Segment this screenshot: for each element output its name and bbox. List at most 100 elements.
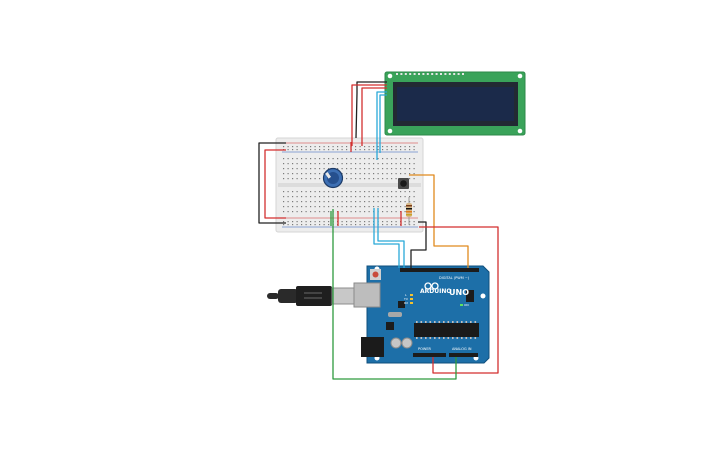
- breadboard-hole: [350, 173, 352, 175]
- lcd-pin: [409, 73, 412, 75]
- breadboard[interactable]: [275, 137, 424, 233]
- breadboard-hole: [292, 191, 294, 193]
- breadboard-hole: [409, 201, 411, 203]
- breadboard-hole: [283, 191, 285, 193]
- breadboard-hole: [409, 178, 411, 180]
- breadboard-hole: [337, 191, 339, 193]
- resistor[interactable]: [406, 197, 412, 225]
- breadboard-hole: [404, 206, 406, 208]
- breadboard-rail-hole: [292, 224, 294, 226]
- breadboard-rail-hole: [395, 146, 397, 148]
- breadboard-rail-hole: [337, 146, 339, 148]
- breadboard-hole: [404, 191, 406, 193]
- breadboard-hole: [404, 163, 406, 165]
- breadboard-hole: [413, 206, 415, 208]
- breadboard-rail-hole: [346, 224, 348, 226]
- breadboard-hole: [386, 173, 388, 175]
- breadboard-hole: [386, 196, 388, 198]
- breadboard-hole: [373, 173, 375, 175]
- potentiometer[interactable]: [322, 167, 344, 189]
- breadboard-rail-hole: [292, 221, 294, 223]
- breadboard-hole: [373, 168, 375, 170]
- pushbutton[interactable]: [398, 178, 409, 189]
- lcd-16x2[interactable]: [384, 71, 526, 136]
- breadboard-rail-hole: [292, 149, 294, 151]
- lcd-pin: [404, 73, 407, 75]
- breadboard-hole: [292, 201, 294, 203]
- breadboard-hole: [355, 178, 357, 180]
- lcd-pin: [426, 73, 429, 75]
- arduino-crystal: [388, 312, 402, 317]
- breadboard-hole: [359, 211, 361, 213]
- arduino-regulator: [386, 322, 394, 330]
- breadboard-hole: [395, 196, 397, 198]
- breadboard-rail-hole: [350, 221, 352, 223]
- breadboard-rail-hole: [413, 224, 415, 226]
- breadboard-rail-hole: [310, 146, 312, 148]
- breadboard-rail-hole: [332, 146, 334, 148]
- arduino-mount-hole: [480, 293, 486, 299]
- breadboard-rail-hole: [341, 224, 343, 226]
- breadboard-rail-hole: [355, 146, 357, 148]
- breadboard-hole: [368, 158, 370, 160]
- breadboard-rail-hole: [355, 149, 357, 151]
- lcd-pin: [431, 73, 434, 75]
- breadboard-hole: [377, 201, 379, 203]
- breadboard-hole: [368, 173, 370, 175]
- breadboard-hole: [409, 158, 411, 160]
- arduino-uno[interactable]: ARDUINO UNO DIGITAL (PWM ~) POWER ANALOG…: [353, 265, 490, 364]
- breadboard-hole: [310, 163, 312, 165]
- breadboard-hole: [305, 206, 307, 208]
- arduino-icsp-header: [466, 290, 474, 302]
- usb-cable[interactable]: [267, 286, 355, 306]
- breadboard-rail-hole: [404, 221, 406, 223]
- breadboard-rail-hole: [287, 146, 289, 148]
- lcd-mount-hole: [517, 73, 523, 79]
- resistor-band: [406, 214, 412, 216]
- breadboard-hole: [400, 158, 402, 160]
- breadboard-hole: [368, 178, 370, 180]
- breadboard-rail-hole: [296, 224, 298, 226]
- breadboard-hole: [341, 206, 343, 208]
- breadboard-hole: [377, 158, 379, 160]
- breadboard-hole: [296, 206, 298, 208]
- atmega-pin: [470, 321, 472, 323]
- breadboard-rail-hole: [310, 221, 312, 223]
- breadboard-hole: [368, 191, 370, 193]
- breadboard-hole: [395, 191, 397, 193]
- breadboard-rail-hole: [391, 149, 393, 151]
- breadboard-hole: [341, 163, 343, 165]
- resistor-band: [406, 205, 412, 207]
- atmega-pin: [425, 337, 427, 339]
- breadboard-rail-hole: [314, 221, 316, 223]
- breadboard-hole: [350, 163, 352, 165]
- breadboard-center-channel: [278, 183, 421, 187]
- breadboard-hole: [350, 178, 352, 180]
- wire-button-orange: [409, 174, 469, 268]
- breadboard-hole: [355, 206, 357, 208]
- breadboard-hole: [314, 163, 316, 165]
- breadboard-rail-hole: [409, 221, 411, 223]
- breadboard-rail-hole: [413, 221, 415, 223]
- power-header-label: POWER: [418, 347, 432, 351]
- breadboard-hole: [314, 191, 316, 193]
- lcd-pin: [418, 73, 420, 75]
- breadboard-hole: [305, 163, 307, 165]
- breadboard-hole: [301, 173, 303, 175]
- breadboard-rail-hole: [296, 221, 298, 223]
- breadboard-rail-hole: [328, 149, 330, 151]
- arduino-power-jack: [361, 337, 384, 357]
- breadboard-hole: [287, 173, 289, 175]
- breadboard-hole: [400, 191, 402, 193]
- breadboard-hole: [310, 211, 312, 213]
- breadboard-hole: [404, 211, 406, 213]
- breadboard-hole: [319, 178, 321, 180]
- breadboard-hole: [332, 201, 334, 203]
- breadboard-hole: [368, 168, 370, 170]
- breadboard-hole: [314, 206, 316, 208]
- breadboard-hole: [305, 178, 307, 180]
- breadboard-rail-hole: [364, 149, 366, 151]
- breadboard-hole: [296, 191, 298, 193]
- atmega-pin: [429, 337, 432, 339]
